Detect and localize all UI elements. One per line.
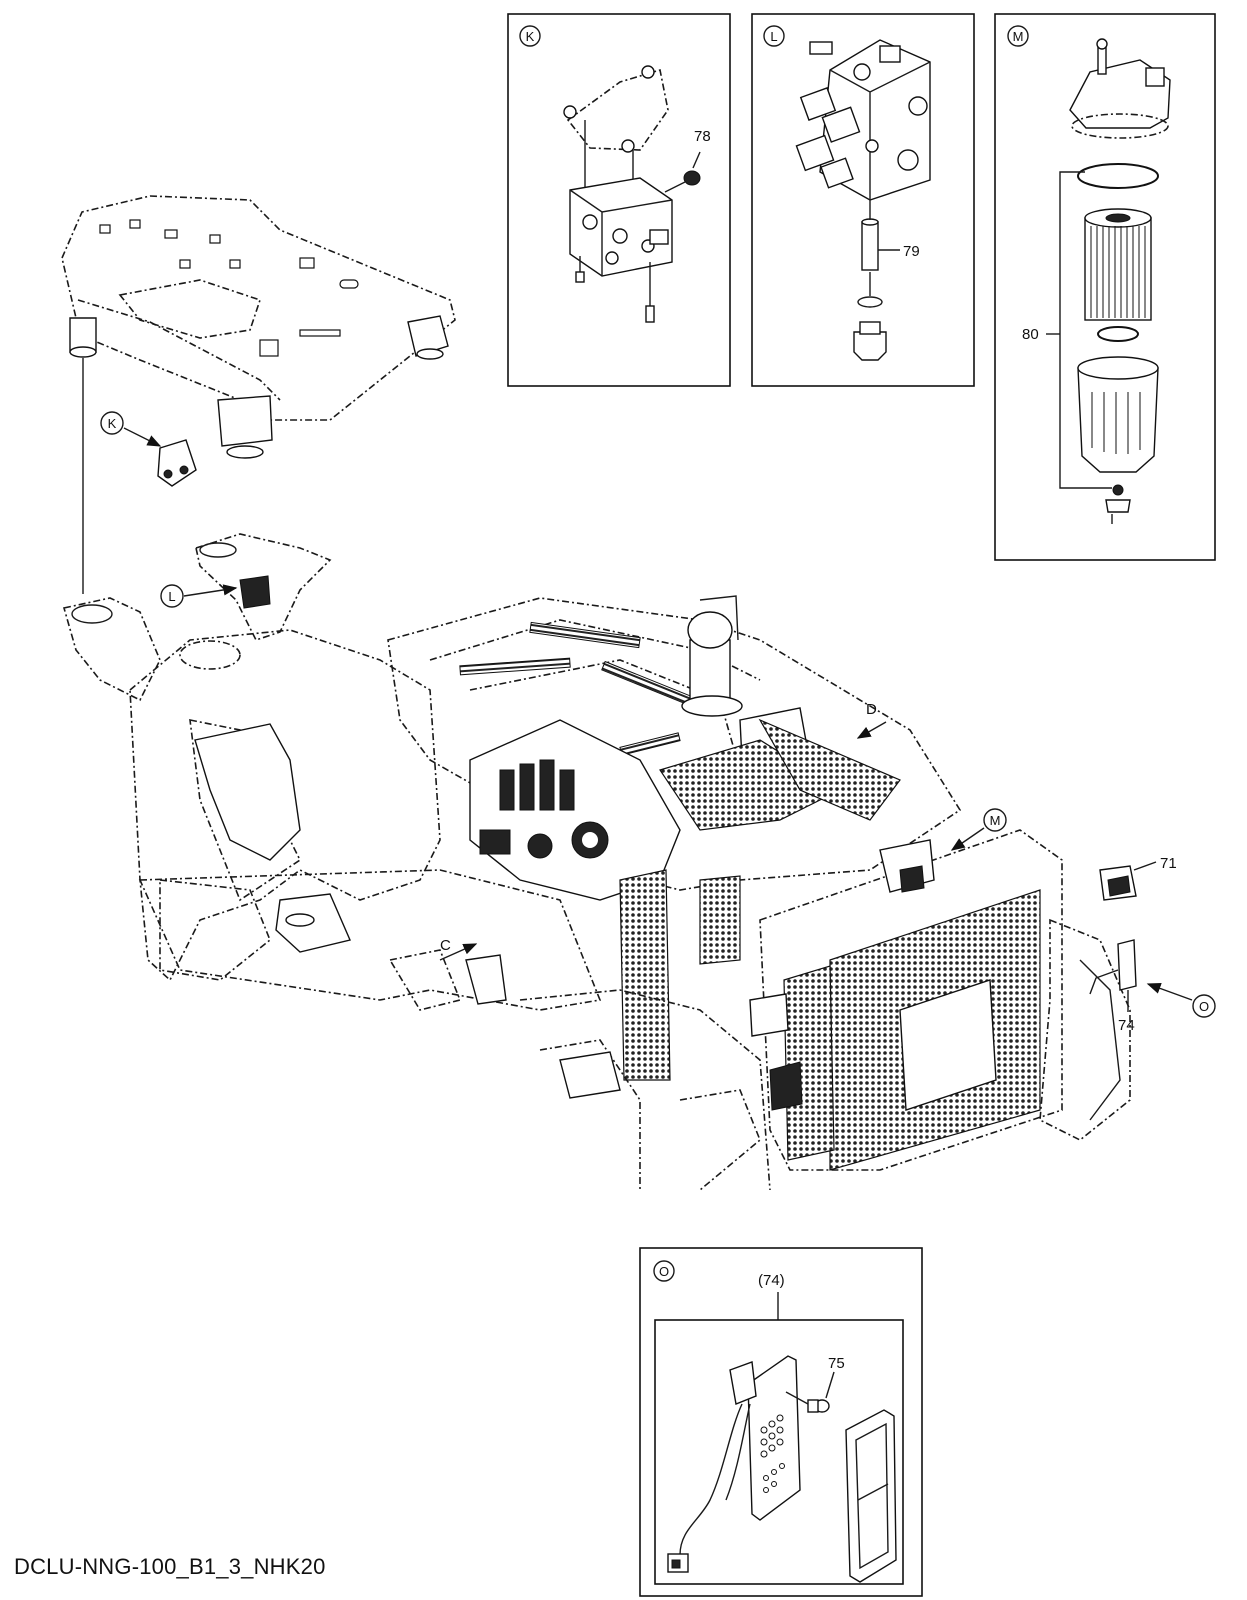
detail-panel-o: O (74) 75: [639, 1247, 923, 1597]
detail-panel-m: M 80: [994, 13, 1216, 561]
callout-l-letter: L: [168, 589, 175, 604]
callout-o-letter: O: [1199, 999, 1209, 1014]
part-74-assembly-label: (74): [758, 1272, 785, 1289]
detail-m-letter: M: [1013, 29, 1024, 44]
part-78-label: 78: [694, 128, 711, 145]
detail-o-letter: O: [659, 1264, 669, 1279]
detail-k-marker: [519, 25, 541, 47]
detail-l-marker: [763, 25, 785, 47]
part-79-label: 79: [903, 243, 920, 260]
part-80-label: 80: [1022, 326, 1039, 343]
view-c-label: C: [440, 937, 451, 954]
cab-floor-frame: K: [61, 195, 456, 594]
detail-o-marker: [653, 1260, 675, 1282]
callout-m-letter: M: [990, 813, 1001, 828]
callout-k-marker: [100, 411, 124, 435]
callout-l-marker: [160, 584, 184, 608]
machine-body: L C: [62, 533, 1216, 1191]
callout-k-letter: K: [108, 416, 117, 431]
callout-m-marker: [983, 808, 1007, 832]
part-74-label: 74: [1118, 1017, 1135, 1034]
view-d-label: D: [866, 701, 877, 718]
part-75-label: 75: [828, 1355, 845, 1372]
detail-k-letter: K: [526, 29, 535, 44]
detail-l-letter: L: [770, 29, 777, 44]
detail-panel-k: K 78: [507, 13, 731, 387]
detail-m-marker: [1007, 25, 1029, 47]
detail-panel-l: L 79: [751, 13, 975, 387]
document-code: DCLU-NNG-100_B1_3_NHK20: [14, 1554, 326, 1579]
part-71-label: 71: [1160, 855, 1177, 872]
callout-o-marker: [1192, 994, 1216, 1018]
